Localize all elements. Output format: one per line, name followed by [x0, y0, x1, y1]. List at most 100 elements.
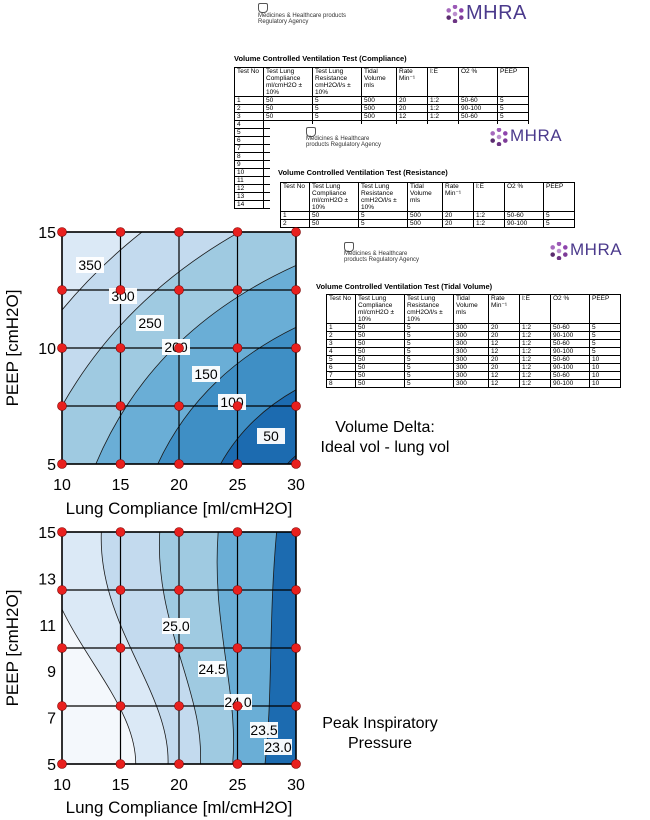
data-point	[115, 527, 126, 537]
y-tick-label: 5	[47, 457, 56, 474]
data-point	[115, 343, 126, 353]
data-point	[291, 401, 301, 411]
contour-label-bg	[109, 288, 137, 304]
data-point	[115, 401, 126, 411]
data-point	[115, 459, 126, 469]
data-point	[57, 285, 67, 295]
column-header: I:E	[427, 67, 459, 97]
contour-label: 150	[194, 366, 218, 382]
data-point	[57, 701, 67, 711]
data-point	[291, 285, 301, 295]
x-tick-label: 15	[112, 777, 130, 794]
contour-label-bg	[257, 428, 285, 444]
data-point	[232, 585, 243, 595]
column-header: I:E	[473, 182, 505, 212]
doc-title: Volume Controlled Ventilation Test (Comp…	[234, 54, 407, 63]
contour-band	[326, 494, 376, 544]
contour-label: 350	[78, 257, 102, 273]
contour-band	[220, 389, 296, 464]
volume-delta-chart: 35030025020015010050101520253051015Lung …	[3, 225, 376, 544]
data-point	[57, 585, 67, 595]
x-tick-label: 15	[112, 477, 130, 494]
highlighted-point	[232, 401, 243, 411]
data-point	[174, 227, 184, 237]
column-header: Tidal Volume mls	[453, 294, 489, 324]
data-point	[291, 343, 301, 353]
data-point	[291, 227, 301, 237]
y-tick-label: 9	[47, 664, 56, 681]
data-point	[232, 343, 243, 353]
data-point	[115, 227, 126, 237]
data-point	[115, 701, 126, 711]
mhra-dots-icon	[490, 127, 508, 146]
data-point	[115, 759, 126, 769]
data-point	[174, 585, 184, 595]
mhra-logo-text: MHRA	[570, 240, 623, 259]
data-point	[174, 701, 184, 711]
data-point	[291, 527, 301, 537]
caption-line: Ideal vol - lung vol	[320, 439, 450, 456]
doc-title: Volume Controlled Ventilation Test (Resi…	[278, 168, 448, 177]
contour-label: 25.0	[162, 618, 189, 634]
data-point	[115, 643, 126, 653]
data-point	[232, 759, 243, 769]
data-point	[232, 285, 243, 295]
y-tick-label: 7	[47, 711, 56, 728]
document-tidal-volume: Medicines & Healthcare products Regulato…	[310, 238, 650, 404]
y-tick-label: 5	[47, 757, 56, 774]
top-header: Medicines & Healthcare products Regulato…	[250, 0, 550, 28]
y-tick-label: 13	[38, 571, 56, 588]
data-point	[291, 643, 301, 653]
data-point	[291, 585, 301, 595]
data-point	[57, 227, 67, 237]
x-tick-label: 10	[53, 477, 71, 494]
data-point	[57, 401, 67, 411]
contour-label-bg	[76, 257, 104, 273]
agency-name: Medicines & Healthcare products Regulato…	[258, 13, 347, 25]
mhra-logo-text: MHRA	[466, 2, 527, 24]
x-tick-label: 20	[170, 777, 188, 794]
x-tick-label: 30	[287, 477, 305, 494]
contour-label: 23.0	[264, 739, 291, 755]
y-tick-label: 11	[39, 618, 56, 635]
data-point	[291, 759, 301, 769]
mhra-dots-icon	[550, 241, 568, 260]
contour-label-bg	[250, 722, 278, 738]
peak-pressure-chart: 25.024.524.023.523.01015202530579111315L…	[3, 525, 305, 817]
data-point	[57, 759, 67, 769]
crest-icon	[344, 242, 354, 252]
doc-title: Volume Controlled Ventilation Test (Tida…	[316, 282, 493, 291]
contour-label-bg	[192, 366, 220, 382]
x-axis-label: Lung Compliance [ml/cmH2O]	[66, 798, 293, 817]
data-point	[232, 459, 243, 469]
y-tick-label: 10	[38, 341, 56, 358]
contour-label: 23.5	[250, 722, 277, 738]
column-header: Test Lung Compliance ml/cmH2O ± 10%	[309, 182, 359, 212]
data-point	[174, 401, 184, 411]
data-point	[291, 459, 301, 469]
x-tick-label: 25	[229, 777, 247, 794]
data-point	[57, 527, 67, 537]
crest-icon	[258, 3, 268, 13]
contour-label: 24.5	[198, 661, 225, 677]
contour-labels: 25.024.524.023.523.0	[162, 618, 292, 755]
data-point	[291, 701, 301, 711]
column-header: Tidal Volume mls	[361, 67, 397, 97]
y-tick-label: 15	[38, 525, 56, 542]
y-tick-label: 15	[38, 225, 56, 242]
contour-label-bg	[198, 661, 226, 677]
column-header: Test Lung Resistance cmH2O/l/s ± 10%	[404, 294, 454, 324]
document-resistance: Medicines & Healthcare products Regulato…	[270, 124, 650, 242]
column-header: Test No	[234, 67, 264, 97]
highlighted-point	[174, 343, 184, 353]
highlighted-point	[115, 285, 126, 295]
caption-line: Pressure	[347, 735, 413, 752]
